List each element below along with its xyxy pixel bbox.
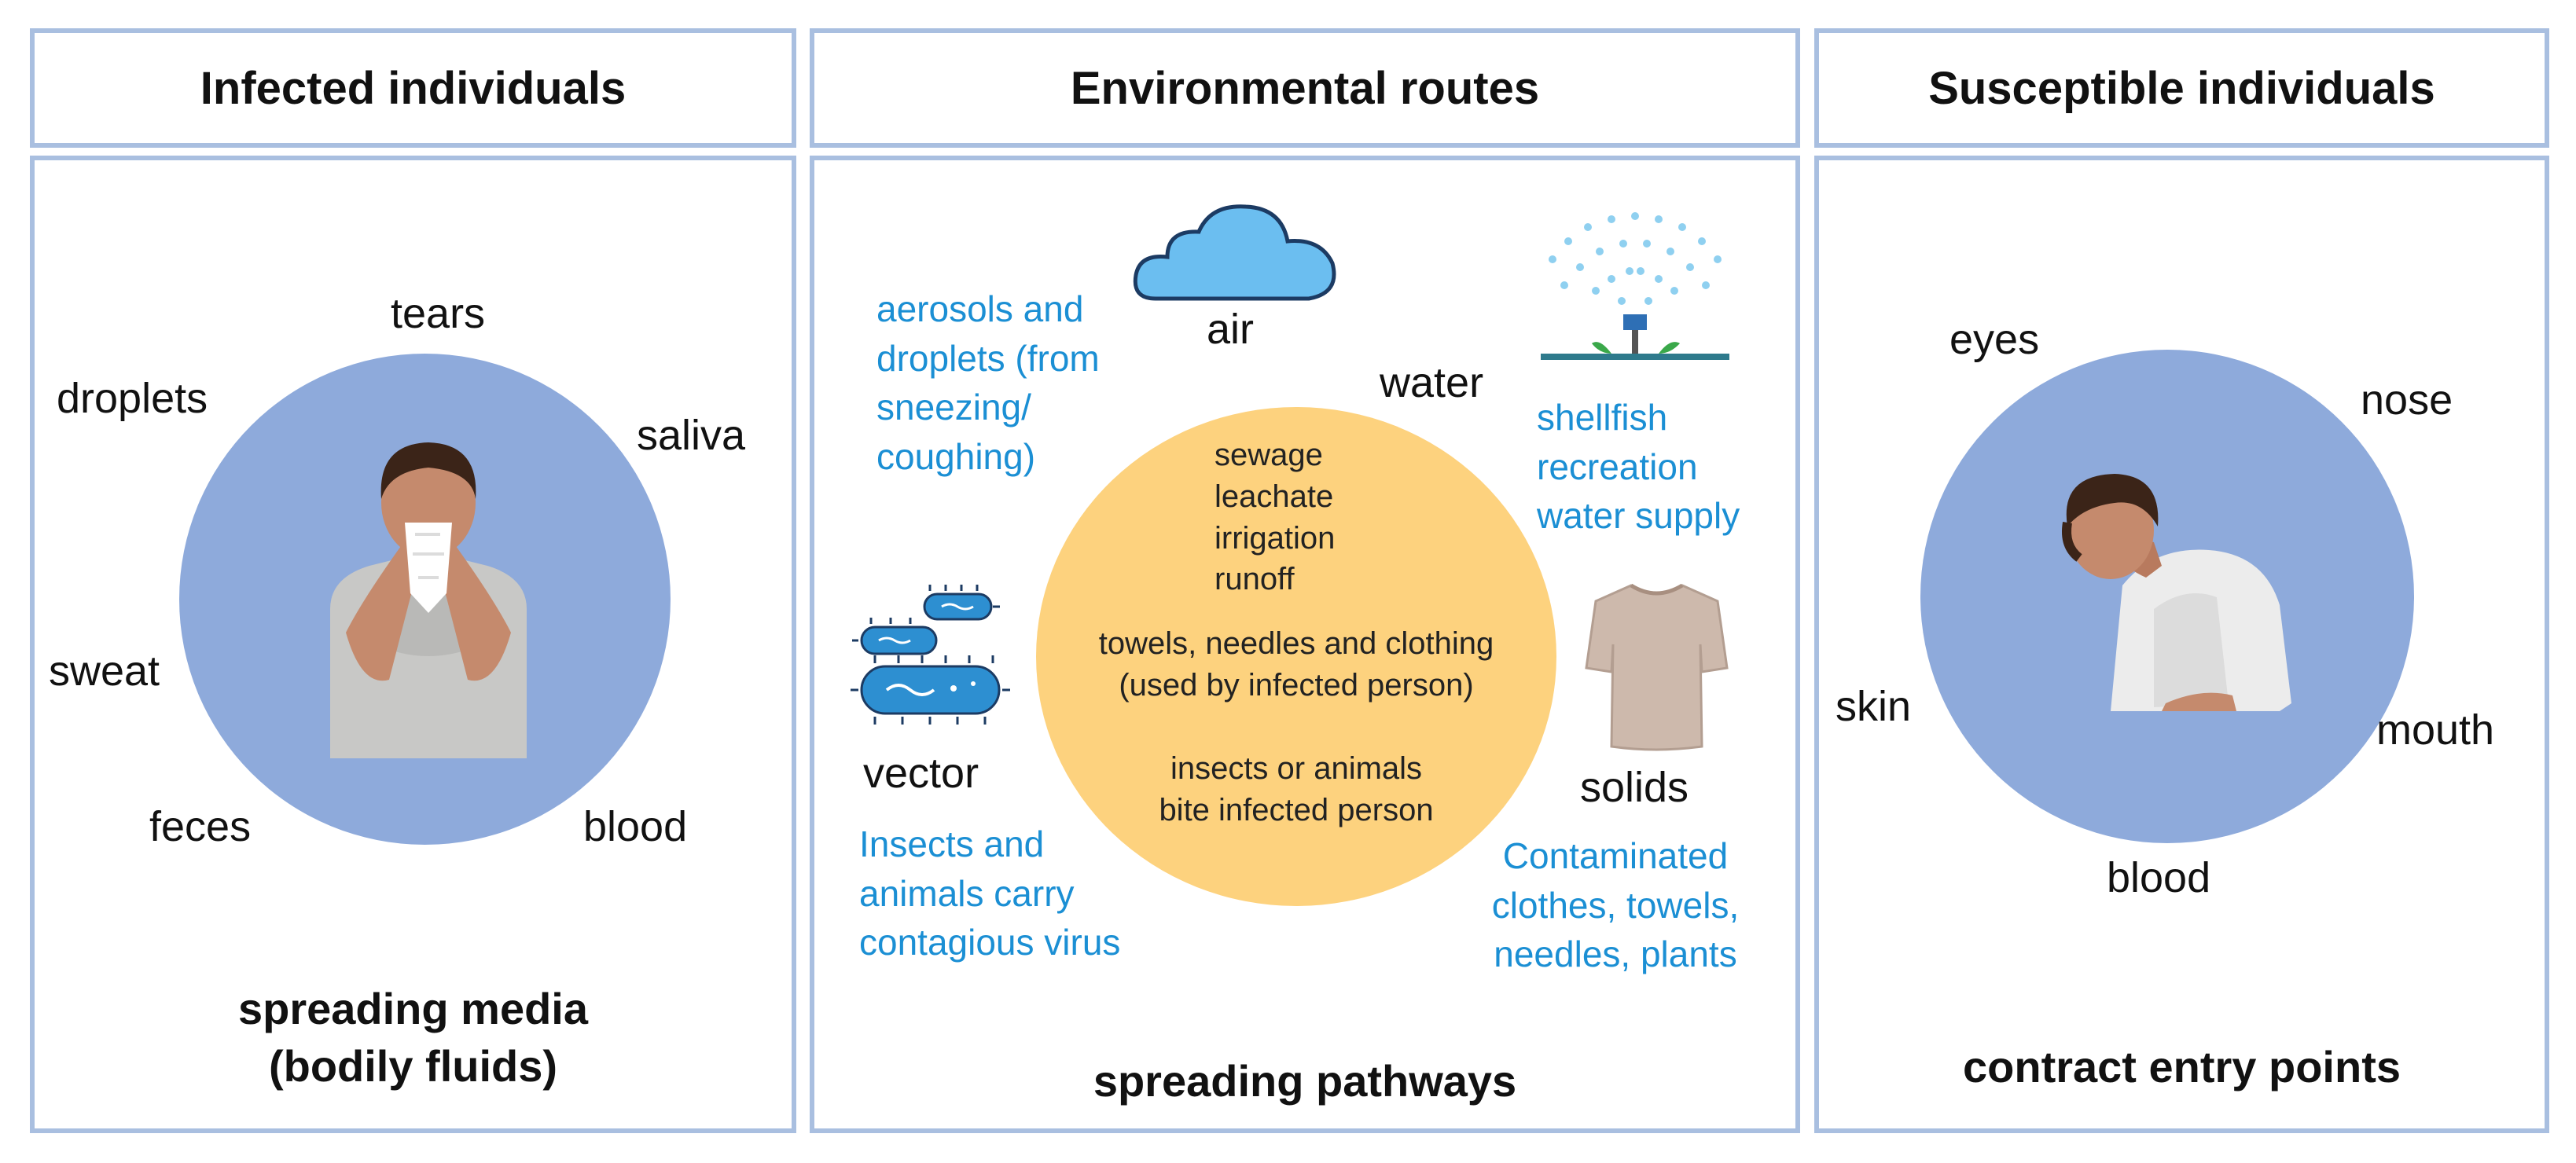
footer-spreading-media: spreading media (bodily fluids) bbox=[30, 981, 796, 1095]
route-vector-label: vector bbox=[863, 750, 979, 797]
entry-eyes: eyes bbox=[1949, 316, 2040, 363]
route-air-desc-line: aerosols and bbox=[876, 288, 1084, 329]
sick-person-icon bbox=[2062, 474, 2291, 711]
entry-blood: blood bbox=[2107, 854, 2211, 901]
header-susceptible-label: Susceptible individuals bbox=[1928, 62, 2435, 114]
route-water-desc-line: water supply bbox=[1537, 495, 1740, 537]
circle-water-items: sewage leachate irrigation runoff bbox=[1215, 435, 1335, 600]
sneezing-person-icon bbox=[330, 442, 527, 758]
route-air-desc-line: sneezing/ bbox=[876, 387, 1031, 428]
footer-spreading-media-line1: spreading media bbox=[237, 984, 589, 1033]
entry-mouth: mouth bbox=[2376, 706, 2495, 754]
sprinkler-icon bbox=[1541, 212, 1729, 360]
circle-water-item: sewage bbox=[1215, 438, 1323, 472]
footer-spreading-media-line2: (bodily fluids) bbox=[268, 1040, 558, 1091]
route-water-label: water bbox=[1380, 359, 1484, 406]
route-vector-desc-line: animals carry bbox=[859, 872, 1075, 914]
entry-skin: skin bbox=[1836, 683, 1912, 730]
route-solids-desc-line: clothes, towels, bbox=[1491, 884, 1740, 926]
route-solids-desc: Contaminated clothes, towels, needles, p… bbox=[1470, 831, 1761, 979]
circle-water-item: leachate bbox=[1215, 479, 1334, 514]
route-air-label: air bbox=[1207, 306, 1255, 353]
circle-solids-items: towels, needles and clothing (used by in… bbox=[1036, 623, 1556, 706]
circle-vector-items: insects or animals bite infected person bbox=[1036, 748, 1556, 831]
route-vector-desc-line: Insects and bbox=[859, 824, 1045, 864]
footer-contract-entry-points: contract entry points bbox=[1963, 1042, 2401, 1091]
circle-solids-item: towels, needles and clothing bbox=[1098, 626, 1494, 661]
media-feces: feces bbox=[149, 803, 252, 850]
route-solids-desc-line: needles, plants bbox=[1494, 934, 1737, 975]
header-infected-label: Infected individuals bbox=[200, 62, 627, 114]
header-environmental-label: Environmental routes bbox=[1070, 62, 1540, 114]
entry-nose: nose bbox=[2361, 376, 2453, 424]
circle-solids-item: (used by infected person) bbox=[1119, 667, 1474, 703]
route-air-desc: aerosols and droplets (from sneezing/ co… bbox=[876, 284, 1100, 481]
header-environmental: Environmental routes bbox=[810, 28, 1800, 148]
route-solids-desc-line: Contaminated bbox=[1502, 835, 1729, 876]
route-solids-label: solids bbox=[1580, 764, 1689, 811]
route-water-desc-line: recreation bbox=[1537, 446, 1698, 487]
route-vector-desc: Insects and animals carry contagious vir… bbox=[859, 820, 1120, 967]
footer-spreading-pathways: spreading pathways bbox=[1093, 1056, 1517, 1106]
header-susceptible: Susceptible individuals bbox=[1814, 28, 2549, 148]
media-tears: tears bbox=[391, 290, 486, 337]
circle-vector-item: insects or animals bbox=[1170, 751, 1423, 786]
media-sweat: sweat bbox=[49, 648, 160, 695]
tshirt-icon bbox=[1585, 583, 1729, 751]
circle-water-item: runoff bbox=[1215, 562, 1295, 597]
route-vector-desc-line: contagious virus bbox=[859, 922, 1121, 963]
circle-water-item: irrigation bbox=[1215, 520, 1336, 556]
circle-vector-item: bite infected person bbox=[1159, 792, 1434, 827]
media-saliva: saliva bbox=[637, 412, 746, 459]
route-water-desc: shellfish recreation water supply bbox=[1537, 393, 1740, 541]
header-infected: Infected individuals bbox=[30, 28, 796, 148]
route-air-desc-line: coughing) bbox=[876, 435, 1036, 477]
media-droplets: droplets bbox=[57, 375, 208, 422]
route-water-desc-line: shellfish bbox=[1537, 397, 1668, 438]
media-blood: blood bbox=[583, 803, 688, 850]
route-air-desc-line: droplets (from bbox=[876, 337, 1100, 379]
cloud-icon bbox=[1133, 204, 1336, 301]
route-circle bbox=[1036, 407, 1556, 906]
microbe-icon bbox=[851, 585, 1010, 725]
